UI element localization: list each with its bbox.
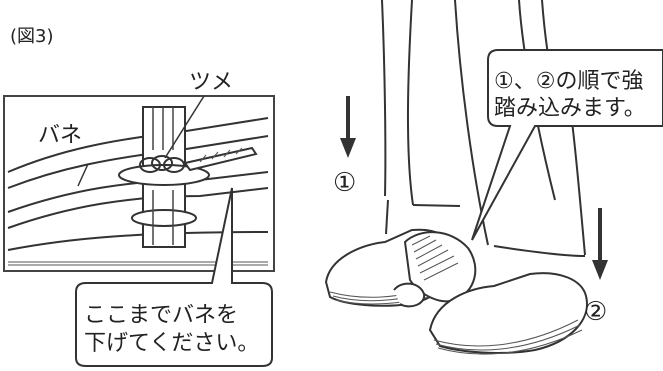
spring-coil-icon [139, 155, 185, 173]
step1-label: ① [333, 168, 357, 198]
spring-leader-line [77, 163, 89, 187]
post-stripes [152, 107, 174, 245]
claw-label: ツメ [189, 70, 234, 95]
step2-arrow-icon [592, 208, 608, 280]
spring-post [118, 106, 210, 248]
pedal-mechanism [393, 231, 477, 308]
right-shoe [428, 272, 588, 355]
inset-callout-bubble [75, 187, 273, 367]
spring-label: バネ [38, 123, 83, 148]
inset-callout-line1: ここまでバネを [84, 303, 239, 328]
feet-callout-line2: 踏み込みます。 [494, 96, 646, 121]
inset-callout-line2: 下げてください。 [84, 331, 260, 356]
step1-arrow-icon [340, 96, 356, 158]
claw-leader-line [164, 95, 205, 159]
figure-label: (図3) [10, 26, 54, 47]
feet-callout-line1: ①、②の順で強 [494, 69, 644, 94]
feet-callout-bubble [471, 49, 663, 241]
step2-label: ② [584, 297, 608, 327]
claw-icon [183, 146, 258, 172]
